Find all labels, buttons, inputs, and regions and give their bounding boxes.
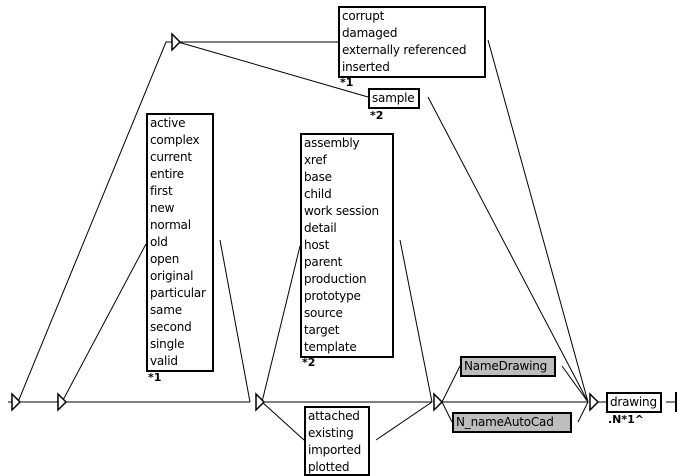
box-note: *2 [370,109,384,122]
box-line: normal [150,218,191,232]
edge-sample-out [427,96,589,403]
box-line: base [304,170,332,184]
box-state[interactable]: corrupt damaged externally referenced in… [338,6,486,78]
node-arrow-icon [57,392,68,412]
box-line: assembly [304,136,360,150]
box-line: sample [372,91,415,105]
box-line: source [304,306,343,320]
box-adjectives[interactable]: active complex current entire first new … [146,113,214,372]
edge-autocad-out [577,401,589,423]
box-line: damaged [342,26,398,40]
box-kinds[interactable]: assembly xref base child work session de… [300,133,394,358]
box-line: imported [308,443,362,457]
edge-kinds-out [399,239,433,403]
edge-attach-out [375,401,433,441]
box-line: xref [304,153,327,167]
box-attach[interactable]: attached existing imported plotted [304,406,370,476]
box-line: template [304,340,357,354]
edge-to-adjectives [61,243,147,403]
node-arrow-icon [171,32,182,52]
edge-init-to-top [17,41,172,403]
box-line: child [304,187,332,201]
edge-namedrawing-out [561,365,589,403]
subgraph-namedrawing[interactable]: NameDrawing [460,356,556,377]
box-drawing[interactable]: drawing [606,392,662,413]
box-line: N_nameAutoCad [456,415,554,429]
box-line: existing [308,426,354,440]
box-line: same [150,303,182,317]
box-line: host [304,238,330,252]
box-line: particular [150,286,206,300]
subgraph-nameautocad[interactable]: N_nameAutoCad [452,412,572,433]
box-line: attached [308,409,360,423]
box-line: open [150,252,180,266]
box-note: *1 [148,371,162,384]
box-line: prototype [304,289,361,303]
edge-to-kinds [261,245,301,403]
edge-to-attach [261,401,305,441]
box-line: inserted [342,60,390,74]
box-note: *2 [302,356,316,369]
edge-state-out [487,39,589,403]
box-line: work session [304,204,379,218]
edge-top-to-sample [177,41,369,98]
box-line: target [304,323,340,337]
box-line: active [150,116,186,130]
box-line: NameDrawing [464,359,548,373]
box-line: entire [150,167,184,181]
box-line: new [150,201,175,215]
node-arrow-icon [255,392,266,412]
initial-state-icon [11,392,22,412]
edge-adjectives-out [219,239,251,403]
box-line: valid [150,354,178,368]
box-line: parent [304,255,343,269]
box-line: current [150,150,192,164]
box-line: second [150,320,192,334]
box-line: single [150,337,185,351]
box-note: *1 [340,76,354,89]
box-line: first [150,184,173,198]
box-line: old [150,235,168,249]
box-line: detail [304,221,337,235]
node-arrow-icon [433,392,444,412]
node-arrow-icon [589,392,600,412]
box-line: complex [150,133,200,147]
box-line: plotted [308,460,350,474]
edge-to-namedrawing [441,365,461,403]
box-line: production [304,272,367,286]
box-note: .N*1^ [608,413,645,426]
box-line: externally referenced [342,43,467,57]
box-sample[interactable]: sample [368,88,420,109]
box-line: corrupt [342,9,385,23]
box-line: original [150,269,194,283]
box-line: drawing [610,395,657,409]
graph-edges [8,32,677,441]
edge-to-autocad [441,401,453,423]
